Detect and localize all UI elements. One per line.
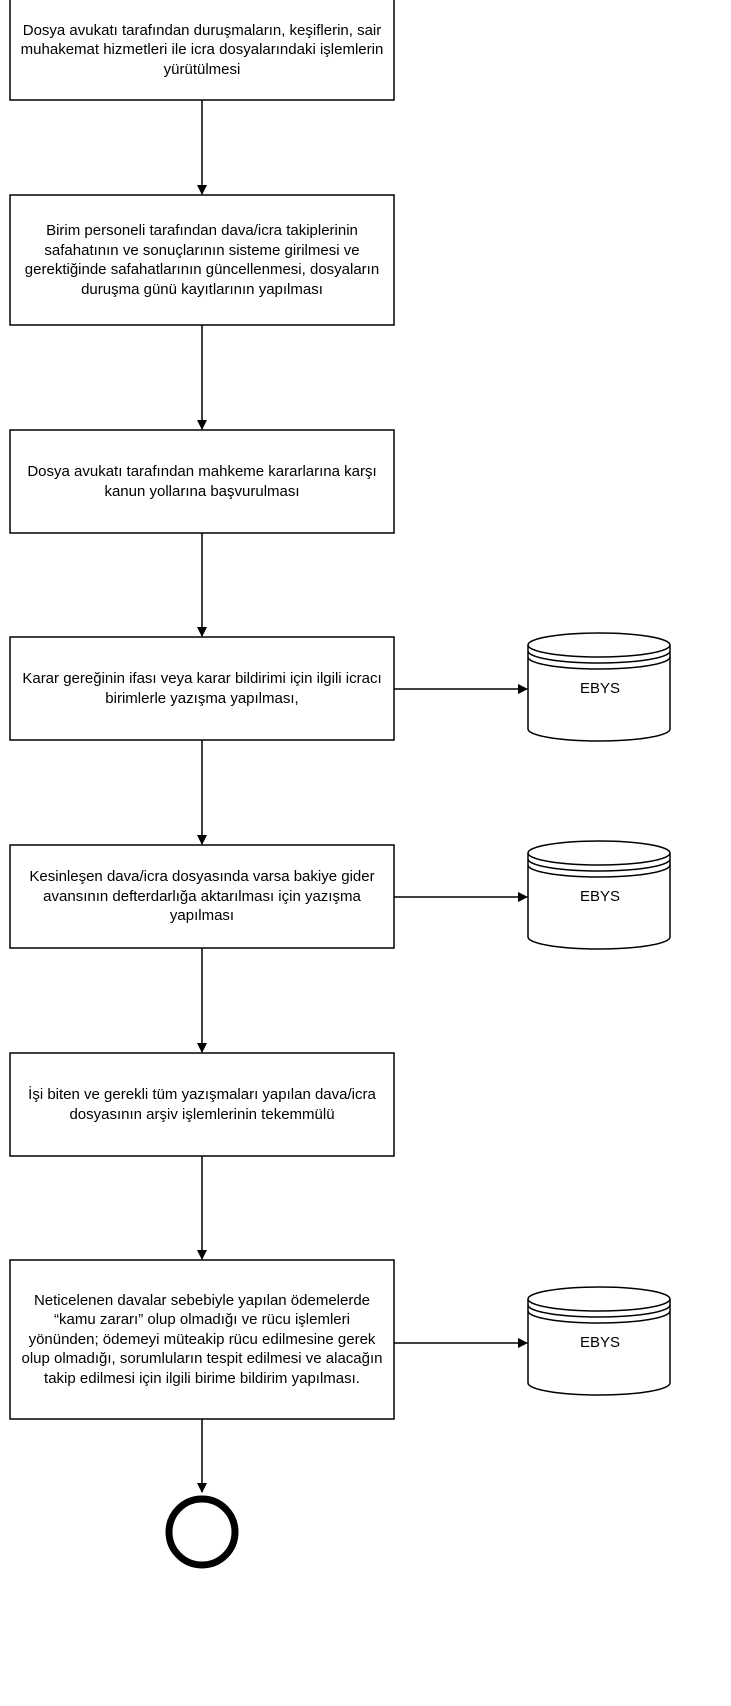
process-box-7 — [9, 1259, 395, 1420]
step-1-text: Dosya avukatı tarafından duruşmaların, k… — [20, 21, 384, 78]
database-icon-1 — [527, 632, 671, 742]
end-node-icon — [165, 1495, 239, 1569]
step-2-text: Birim personeli tarafından dava/icra tak… — [24, 222, 380, 298]
database-label-2: EBYS — [579, 888, 621, 905]
database-label-3: EBYS — [579, 1334, 621, 1351]
database-icon-2 — [527, 840, 671, 950]
process-box-2 — [9, 194, 395, 326]
process-box-6 — [9, 1052, 395, 1157]
process-box-1 — [9, 0, 395, 101]
process-box-4 — [9, 636, 395, 741]
step-7-text: Neticelenen davalar sebebiyle yapılan öd… — [21, 1291, 383, 1387]
step-6-text: İşi biten ve gerekli tüm yazışmaları yap… — [28, 1086, 376, 1123]
step-4-text: Karar gereğinin ifası veya karar bildiri… — [22, 670, 382, 707]
step-5-text: Kesinleşen dava/icra dosyasında varsa ba… — [29, 868, 375, 925]
process-box-5 — [9, 844, 395, 949]
step-3-text: Dosya avukatı tarafından mahkeme kararla… — [27, 463, 377, 500]
database-icon-3 — [527, 1286, 671, 1396]
database-label-1: EBYS — [579, 680, 621, 697]
